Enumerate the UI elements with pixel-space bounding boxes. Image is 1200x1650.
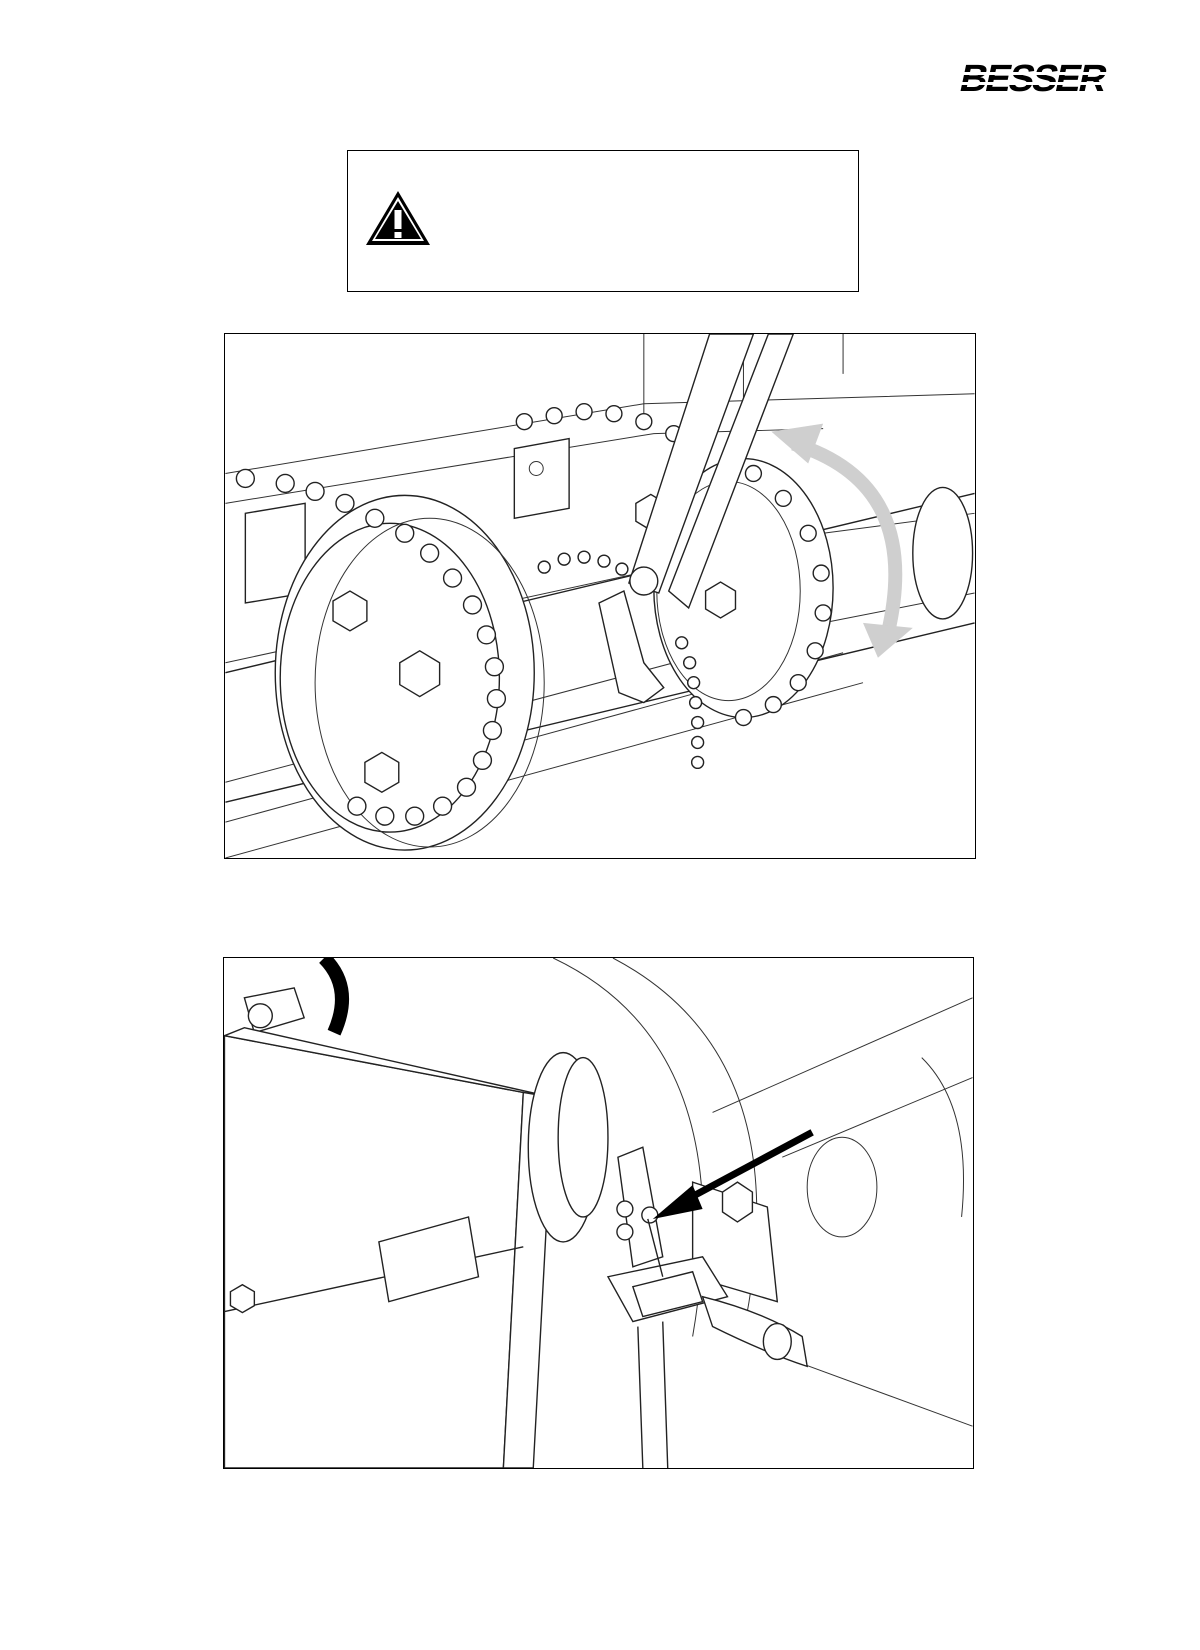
limit-switch-drawing: [224, 958, 973, 1468]
besser-logo: BESSER: [953, 58, 1118, 98]
chain-sprocket-drawing: [225, 334, 975, 858]
warning-box: [347, 150, 859, 292]
brand-logo-text: BESSER: [956, 58, 1110, 98]
warning-triangle-icon: [366, 191, 430, 245]
limit-switch-illustration: [223, 957, 974, 1469]
chain-sprocket-illustration: [224, 333, 976, 859]
